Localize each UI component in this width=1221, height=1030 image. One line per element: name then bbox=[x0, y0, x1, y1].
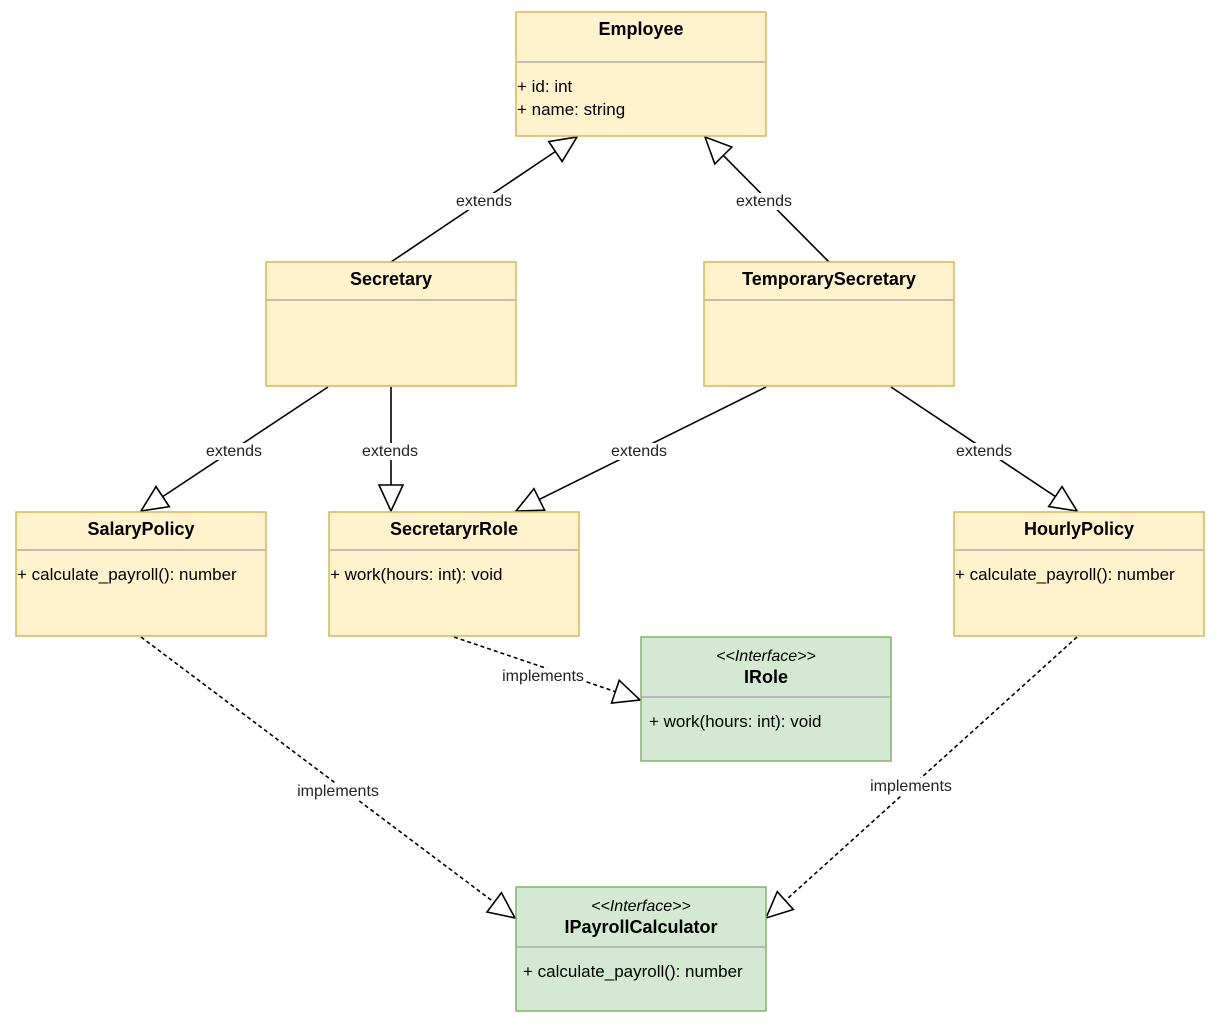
hollow-triangle-arrowhead-icon bbox=[703, 135, 734, 166]
interface-irole[interactable]: <<Interface>> IRole + work(hours: int): vo… bbox=[640, 636, 892, 762]
relation-secretary-to-salary_policy: extends bbox=[139, 386, 329, 513]
class-box bbox=[515, 886, 767, 1012]
realization-line bbox=[784, 636, 1078, 902]
class-name: TemporarySecretary bbox=[742, 269, 916, 289]
class-box bbox=[640, 636, 892, 762]
relation-salary_policy-to-ipayroll_calculator: implements bbox=[140, 636, 517, 920]
class-secretary[interactable]: Secretary bbox=[265, 261, 517, 387]
class-member: + calculate_payroll(): number bbox=[955, 565, 1175, 584]
realization-line bbox=[140, 636, 495, 904]
class-member: + id: int bbox=[517, 77, 573, 96]
class-name: SalaryPolicy bbox=[87, 519, 194, 539]
generalization-line bbox=[162, 386, 329, 498]
edge-label: extends bbox=[206, 443, 262, 460]
relations-layer: extends extends extends extends extends exten… bbox=[139, 135, 1079, 920]
edge-label: extends bbox=[611, 443, 667, 460]
generalization-line bbox=[890, 386, 1056, 498]
hollow-triangle-arrowhead-icon bbox=[547, 135, 579, 163]
class-box bbox=[15, 511, 267, 637]
classes-layer: Employee + id: int + name: stringSecretary… bbox=[15, 11, 1205, 1012]
stereotype-label: <<Interface>> bbox=[591, 898, 691, 915]
relation-secretary-to-secretary_role: extends bbox=[359, 387, 421, 513]
class-box bbox=[953, 511, 1205, 637]
class-name: SecretaryrRole bbox=[390, 519, 518, 539]
edge-label-background bbox=[733, 193, 795, 210]
edge-label-background bbox=[453, 193, 515, 210]
class-name: Employee bbox=[598, 19, 683, 39]
stereotype-label: <<Interface>> bbox=[716, 648, 816, 665]
relation-secretary-to-employee: extends bbox=[390, 135, 579, 263]
class-member: + work(hours: int): void bbox=[330, 565, 502, 584]
edge-label-background bbox=[203, 443, 265, 460]
class-name: Secretary bbox=[350, 269, 432, 289]
edge-label: implements bbox=[870, 778, 952, 795]
edge-label-background bbox=[359, 443, 421, 460]
edge-label: extends bbox=[456, 193, 512, 210]
edge-label: extends bbox=[736, 193, 792, 210]
class-employee[interactable]: Employee + id: int + name: string bbox=[515, 11, 767, 137]
class-name: IPayrollCalculator bbox=[564, 917, 717, 937]
edge-label-background bbox=[500, 668, 586, 685]
class-member: + calculate_payroll(): number bbox=[523, 962, 743, 981]
class-hourly-policy[interactable]: HourlyPolicy + calculate_payroll(): numbe… bbox=[953, 511, 1205, 637]
class-member: + name: string bbox=[517, 100, 625, 119]
class-box bbox=[515, 11, 767, 137]
relation-temporary_secretary-to-employee: extends bbox=[703, 135, 830, 263]
interface-ipayroll-calculator[interactable]: <<Interface>> IPayrollCalculator + calcula… bbox=[515, 886, 767, 1012]
relation-temporary_secretary-to-secretary_role: extends bbox=[514, 386, 767, 512]
relation-temporary_secretary-to-hourly_policy: extends bbox=[890, 386, 1079, 513]
edge-label-background bbox=[295, 783, 381, 800]
relation-hourly_policy-to-ipayroll_calculator: implements bbox=[764, 636, 1078, 920]
edge-label: implements bbox=[502, 668, 584, 685]
class-temporary-secretary[interactable]: TemporarySecretary bbox=[703, 261, 955, 387]
edge-label: implements bbox=[297, 783, 379, 800]
class-box bbox=[703, 261, 955, 387]
relation-secretary_role-to-irole: implements bbox=[453, 636, 642, 704]
class-member: + calculate_payroll(): number bbox=[17, 565, 237, 584]
class-member: + work(hours: int): void bbox=[649, 712, 821, 731]
hollow-triangle-arrowhead-icon bbox=[1047, 485, 1079, 513]
class-box bbox=[265, 261, 517, 387]
edge-label-background bbox=[953, 443, 1015, 460]
class-name: HourlyPolicy bbox=[1024, 519, 1134, 539]
hollow-triangle-arrowhead-icon bbox=[764, 890, 795, 920]
edge-label-background bbox=[608, 443, 670, 460]
edge-label: extends bbox=[956, 443, 1012, 460]
class-box bbox=[328, 511, 580, 637]
hollow-triangle-arrowhead-icon bbox=[377, 484, 405, 513]
hollow-triangle-arrowhead-icon bbox=[139, 485, 171, 513]
edge-label-background bbox=[868, 778, 954, 795]
class-secretary-role[interactable]: SecretaryrRole + work(hours: int): void bbox=[328, 511, 580, 637]
edge-label: extends bbox=[362, 443, 418, 460]
hollow-triangle-arrowhead-icon bbox=[485, 891, 517, 920]
class-name: IRole bbox=[744, 667, 788, 687]
hollow-triangle-arrowhead-icon bbox=[514, 487, 546, 512]
realization-line bbox=[453, 636, 616, 693]
hollow-triangle-arrowhead-icon bbox=[610, 678, 642, 704]
class-salary-policy[interactable]: SalaryPolicy + calculate_payroll(): numbe… bbox=[15, 511, 267, 637]
